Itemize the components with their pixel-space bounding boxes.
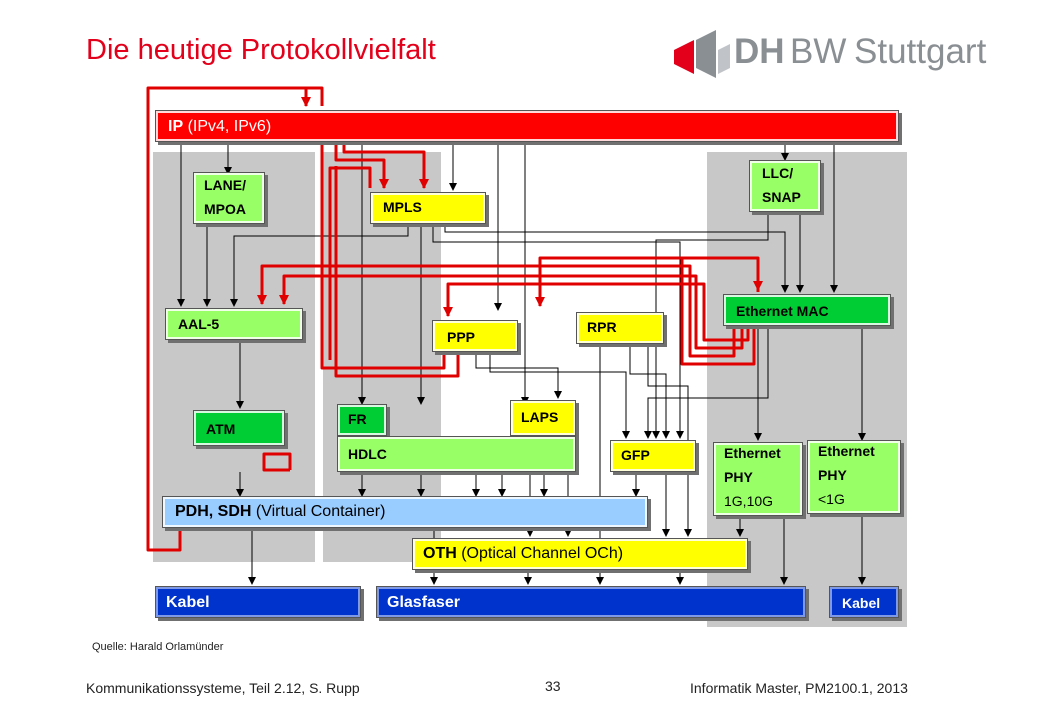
page-number: 33 xyxy=(545,678,561,694)
eth-phy-1g-line1: Ethernet xyxy=(818,443,875,459)
gfp-box: GFP xyxy=(610,440,696,472)
oth-label-bold: OTH xyxy=(423,545,457,562)
logo-bw-text: BW xyxy=(790,32,847,71)
eth-phy-10g-line2: PHY xyxy=(724,469,753,485)
hdlc-box: HDLC xyxy=(337,436,576,472)
logo-dh-text: DH xyxy=(734,32,785,71)
ethernet-mac-label: Ethernet MAC xyxy=(736,303,829,319)
source-note: Quelle: Harald Orlamünder xyxy=(92,641,224,653)
ethernet-phy-10g-box: Ethernet PHY 1G,10G xyxy=(713,442,803,516)
dhbw-logo: DH BW Stuttgart xyxy=(672,28,992,80)
glasfaser-label: Glasfaser xyxy=(387,594,460,611)
ethernet-phy-1g-box: Ethernet PHY <1G xyxy=(807,440,901,514)
aal5-label: AAL-5 xyxy=(178,316,220,332)
mpls-label: MPLS xyxy=(383,199,422,215)
kabel-right-box: Kabel xyxy=(829,586,899,618)
aal5-box: AAL-5 xyxy=(165,308,303,340)
gfp-label: GFP xyxy=(621,447,650,463)
fr-label: FR xyxy=(348,411,367,427)
oth-label-rest: (Optical Channel OCh) xyxy=(456,545,624,562)
pdh-label-rest: (Virtual Container) xyxy=(251,503,386,520)
snap-label: SNAP xyxy=(762,189,801,205)
ip-label-bold: IP xyxy=(168,118,184,135)
pdh-label-bold: PDH, SDH xyxy=(175,503,252,520)
rpr-label: RPR xyxy=(587,319,617,335)
lane-label: LANE/ xyxy=(204,177,246,193)
slide-title: Die heutige Protokollvielfalt xyxy=(86,34,436,66)
ip-box: IP (IPv4, IPv6) xyxy=(155,110,899,142)
ppp-box: PPP xyxy=(432,320,518,352)
pdh-sdh-box: PDH, SDH (Virtual Container) xyxy=(162,496,648,528)
llc-label: LLC/ xyxy=(762,165,794,181)
laps-box: LAPS xyxy=(510,400,576,436)
ip-label-rest: (IPv4, IPv6) xyxy=(183,118,272,135)
atm-label: ATM xyxy=(206,421,236,437)
oth-box: OTH (Optical Channel OCh) xyxy=(412,538,748,570)
eth-phy-1g-line2: PHY xyxy=(818,467,847,483)
ethernet-mac-box: Ethernet MAC xyxy=(723,294,891,326)
eth-phy-10g-line1: Ethernet xyxy=(724,445,781,461)
laps-label: LAPS xyxy=(521,409,559,425)
ppp-label: PPP xyxy=(447,329,476,345)
mpls-box: MPLS xyxy=(370,192,486,224)
dhbw-logo-mark xyxy=(674,30,730,78)
rpr-box: RPR xyxy=(576,312,664,344)
glasfaser-box: Glasfaser xyxy=(376,586,806,618)
llc-snap-box: LLC/ SNAP xyxy=(749,160,821,212)
lane-mpoa-box: LANE/ MPOA xyxy=(193,172,265,224)
kabel-right-label: Kabel xyxy=(842,595,881,611)
kabel-left-box: Kabel xyxy=(155,586,361,618)
eth-phy-1g-line3: <1G xyxy=(818,491,845,507)
atm-box: ATM xyxy=(193,410,285,446)
logo-city-text: Stuttgart xyxy=(854,32,987,71)
kabel-left-label: Kabel xyxy=(166,594,210,611)
footer-right: Informatik Master, PM2100.1, 2013 xyxy=(690,680,908,696)
fr-box: FR xyxy=(337,404,387,436)
mpoa-label: MPOA xyxy=(204,201,246,217)
hdlc-label: HDLC xyxy=(348,446,387,462)
footer-left: Kommunikationssysteme, Teil 2.12, S. Rup… xyxy=(86,680,360,696)
eth-phy-10g-line3: 1G,10G xyxy=(724,493,774,509)
